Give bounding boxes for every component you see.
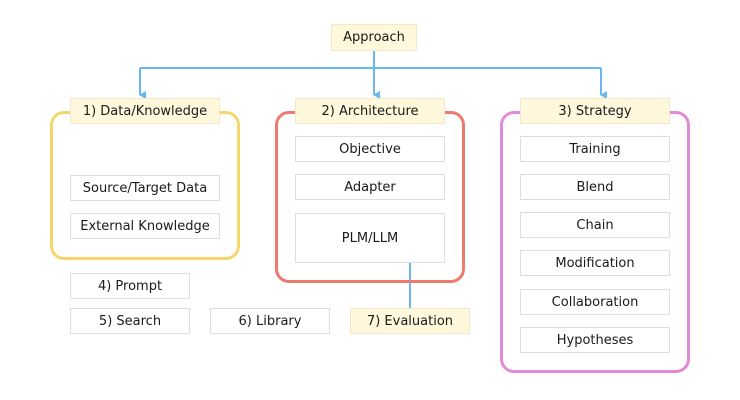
approach-root-label: Approach — [343, 30, 405, 45]
library-label: 6) Library — [238, 313, 302, 329]
adapter-label: Adapter — [344, 179, 396, 195]
modification-node: Modification — [520, 250, 670, 276]
data-knowledge-title-label: 1) Data/Knowledge — [82, 103, 208, 119]
blend-node: Blend — [520, 174, 670, 200]
plm-llm-label: PLM/LLM — [341, 230, 399, 246]
data-knowledge-title: 1) Data/Knowledge — [70, 98, 220, 124]
strategy-title: 3) Strategy — [520, 98, 670, 124]
architecture-title-label: 2) Architecture — [321, 103, 419, 119]
approach-root-node: Approach — [331, 24, 417, 51]
evaluation-node: 7) Evaluation — [350, 308, 470, 334]
prompt-label: 4) Prompt — [97, 278, 163, 294]
collaboration-label: Collaboration — [551, 294, 639, 310]
architecture-title: 2) Architecture — [295, 98, 445, 124]
training-node: Training — [520, 136, 670, 162]
source-target-data-label: Source/Target Data — [82, 180, 208, 196]
adapter-node: Adapter — [295, 174, 445, 200]
evaluation-label: 7) Evaluation — [366, 313, 454, 329]
external-knowledge-label: External Knowledge — [80, 218, 210, 234]
objective-node: Objective — [295, 136, 445, 162]
chain-label: Chain — [576, 217, 614, 233]
prompt-node: 4) Prompt — [70, 273, 190, 299]
search-label: 5) Search — [98, 313, 162, 329]
modification-label: Modification — [555, 255, 635, 271]
library-node: 6) Library — [210, 308, 330, 334]
objective-label: Objective — [339, 141, 401, 157]
training-label: Training — [569, 141, 621, 157]
external-knowledge-node: External Knowledge — [70, 213, 220, 239]
strategy-title-label: 3) Strategy — [558, 103, 632, 119]
plm-llm-node: PLM/LLM — [295, 213, 445, 263]
collaboration-node: Collaboration — [520, 289, 670, 315]
hypotheses-label: Hypotheses — [556, 332, 634, 348]
blend-label: Blend — [576, 179, 614, 195]
search-node: 5) Search — [70, 308, 190, 334]
hypotheses-node: Hypotheses — [520, 327, 670, 353]
chain-node: Chain — [520, 212, 670, 238]
source-target-data-node: Source/Target Data — [70, 175, 220, 201]
